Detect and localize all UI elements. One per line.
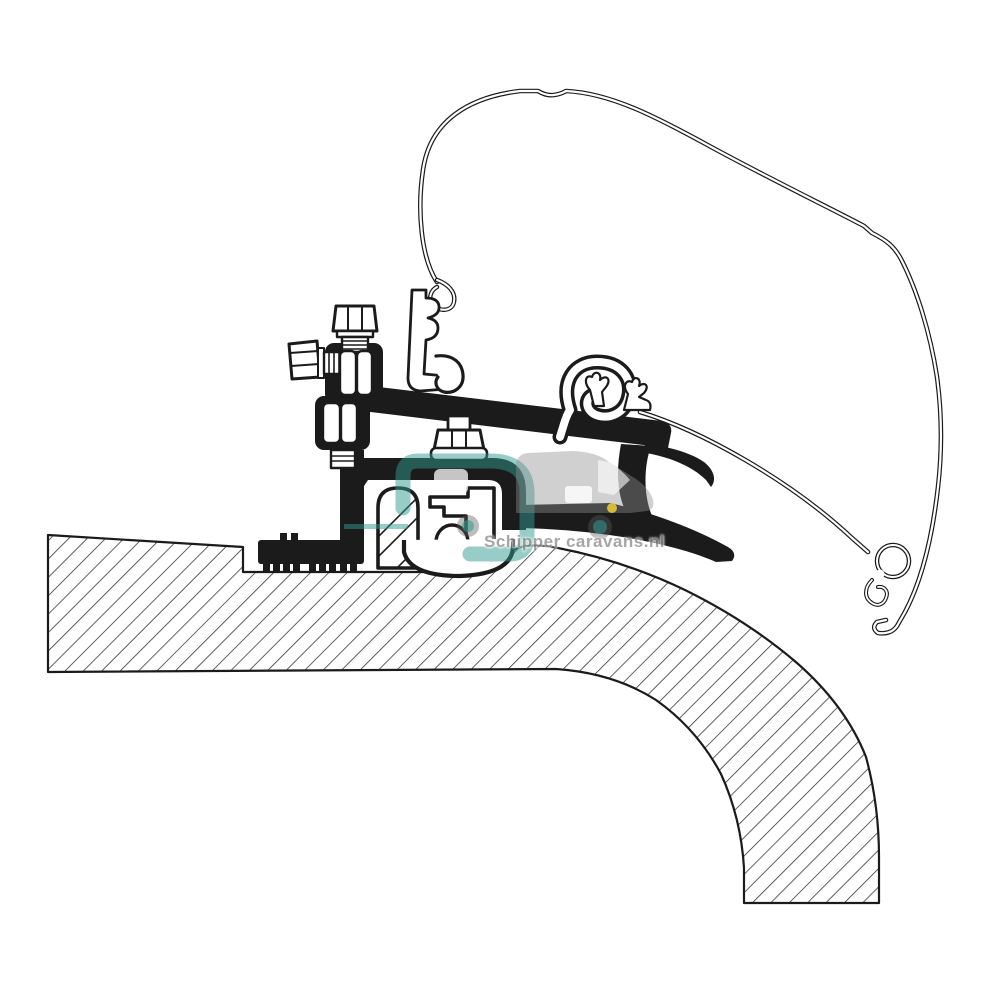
van-silhouette xyxy=(516,451,654,513)
clamp-bolt-stub xyxy=(446,414,472,432)
side-bolt-head xyxy=(287,339,322,381)
headlight-dot xyxy=(607,503,617,513)
van-windshield xyxy=(598,460,630,495)
strip-teeth xyxy=(263,562,357,572)
van-wheel-hub xyxy=(593,520,607,534)
top-bolt-head xyxy=(331,304,379,333)
awning-case-profile xyxy=(406,88,944,636)
watermark-logo xyxy=(344,451,654,562)
caravan-window xyxy=(434,469,468,494)
caravan-outline xyxy=(395,453,535,562)
van-window xyxy=(565,486,592,503)
antler-detail xyxy=(584,371,610,408)
caravan-wheel-hub xyxy=(462,520,474,532)
antler-detail xyxy=(622,377,652,412)
vehicle-roof-cross-section xyxy=(46,533,881,905)
